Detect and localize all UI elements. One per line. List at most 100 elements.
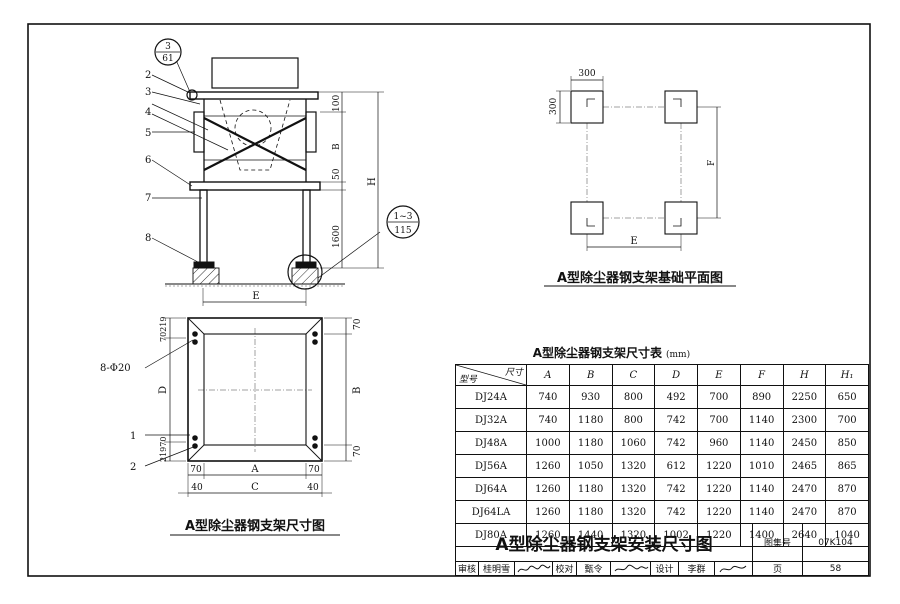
value-cell: 740: [526, 385, 570, 409]
col-header: F: [739, 364, 784, 386]
value-cell: 2300: [782, 408, 827, 432]
value-cell: 700: [825, 408, 869, 432]
sheet-frame: [27, 23, 871, 577]
value-cell: 960: [697, 431, 741, 455]
designer-name: 李群: [679, 562, 715, 576]
model-cell: DJ80A: [455, 523, 527, 547]
value-cell: 1260: [526, 477, 570, 501]
value-cell: 1320: [611, 477, 656, 501]
left-foundation: [192, 267, 220, 285]
value-cell: 800: [611, 385, 656, 409]
hole-spec: 8-Φ20: [100, 363, 131, 374]
dimension-plan-title: A型除尘器钢支架尺寸图: [185, 518, 325, 534]
dim-A: A: [250, 464, 259, 475]
plan-label-1: 1: [130, 431, 136, 442]
table-header-row: 尺寸 型号 A B C D E F H H₁: [455, 364, 869, 386]
value-cell: 1400: [739, 523, 784, 547]
callout-top-num: 3: [165, 42, 171, 52]
value-cell: 1180: [568, 431, 613, 455]
value-cell: 1180: [568, 408, 613, 432]
top-beam: [189, 91, 319, 100]
value-cell: 2470: [782, 477, 827, 501]
value-cell: 1040: [825, 523, 869, 547]
col-header: A: [526, 364, 570, 386]
value-cell: 612: [654, 454, 698, 478]
value-cell: 2640: [782, 523, 827, 547]
foundation-plan-text: 300 300 F E A型除尘器钢支架基础平面图: [544, 69, 736, 287]
value-cell: 2250: [782, 385, 827, 409]
dim-300-w: 300: [578, 69, 595, 79]
value-cell: 1050: [568, 454, 613, 478]
reviewer-signature: [515, 562, 553, 576]
dim-E-elev: E: [252, 291, 259, 302]
right-base-plate: [295, 261, 317, 269]
value-cell: 650: [825, 385, 869, 409]
value-cell: 930: [568, 385, 613, 409]
label-5: 5: [145, 128, 151, 139]
foundation-plan: [556, 76, 721, 251]
designer-signature: [715, 562, 753, 576]
value-cell: 1140: [739, 477, 784, 501]
value-cell: 1140: [739, 500, 784, 524]
value-cell: 1060: [611, 431, 656, 455]
left-leg: [199, 189, 208, 267]
label-3: 3: [145, 87, 151, 98]
dim-70-right-bottom: 70: [353, 445, 363, 457]
model-cell: DJ32A: [455, 408, 527, 432]
dim-B-elev: B: [332, 143, 342, 150]
hopper-outlet: [211, 57, 299, 89]
value-cell: 2450: [782, 431, 827, 455]
callout-top-den: 61: [162, 54, 173, 64]
dim-300-h: 300: [549, 98, 559, 115]
dim-1600: 1600: [332, 225, 342, 248]
table-unit: (mm): [666, 349, 690, 360]
value-cell: 870: [825, 500, 869, 524]
atlas-label: 图集号: [753, 524, 803, 562]
value-cell: 2465: [782, 454, 827, 478]
label-8: 8: [145, 233, 151, 244]
review-label: 审核: [455, 562, 479, 576]
value-cell: 1220: [697, 454, 741, 478]
brace-2: [203, 117, 307, 171]
right-plate: [305, 111, 317, 153]
hopper-circle: [234, 109, 272, 147]
value-cell: 2470: [782, 500, 827, 524]
col-header: D: [654, 364, 698, 386]
col-header: E: [697, 364, 741, 386]
dim-40-right: 40: [307, 483, 319, 493]
value-cell: 1180: [568, 477, 613, 501]
frame-outer: [187, 317, 323, 462]
dim-40-left: 40: [191, 483, 203, 493]
left-plate: [193, 111, 205, 153]
label-6: 6: [145, 155, 151, 166]
callout-bottom-num: 1~3: [394, 212, 413, 222]
detail-circle: [287, 254, 323, 290]
model-cell: DJ64LA: [455, 500, 527, 524]
value-cell: 1260: [526, 500, 570, 524]
design-label: 设计: [651, 562, 679, 576]
dim-70-right-top: 70: [353, 318, 363, 330]
col-header: H₁: [825, 364, 869, 386]
dim-50: 50: [332, 168, 342, 180]
dimension-plan: [144, 317, 352, 497]
corner-bottom-label: 型号: [459, 375, 478, 385]
value-cell: 740: [526, 408, 570, 432]
page-number: 58: [803, 562, 869, 576]
value-cell: 1320: [611, 454, 656, 478]
value-cell: 700: [697, 385, 741, 409]
value-cell: 870: [825, 477, 869, 501]
dimension-plan-text: 8-Φ20 1 2 70219 21970 D 70 70 B 70 70 A …: [100, 317, 363, 536]
value-cell: 800: [611, 408, 656, 432]
elevation-view: [151, 57, 384, 306]
dim-F: F: [707, 160, 717, 166]
reviewer-name: 桂明雪: [479, 562, 515, 576]
value-cell: 742: [654, 500, 698, 524]
value-cell: 865: [825, 454, 869, 478]
table-title: A型除尘器钢支架尺寸表: [533, 345, 663, 360]
